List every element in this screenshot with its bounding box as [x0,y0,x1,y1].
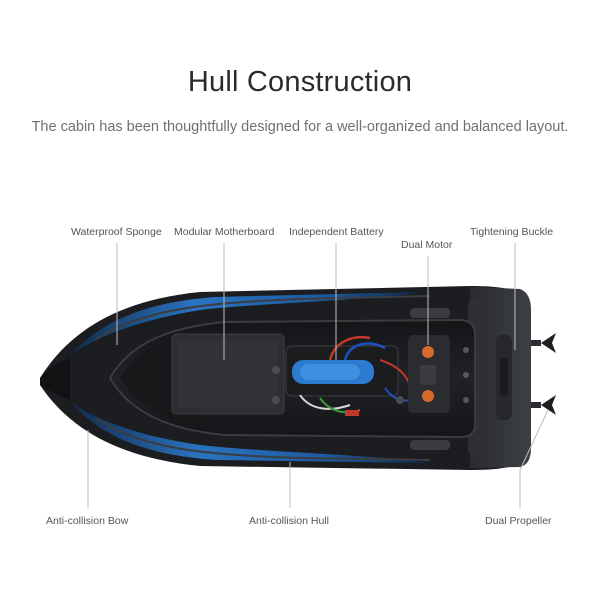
callout-dual-propeller: Dual Propeller [485,515,552,527]
independent-battery [285,336,411,416]
callout-dual-motor: Dual Motor [401,239,453,251]
callout-lines [87,243,549,508]
anti-collision-bow-shape [40,358,70,400]
page-title: Hull Construction [187,66,413,98]
callout-tightening-buckle: Tightening Buckle [470,226,554,238]
dual-propeller [531,333,556,415]
leader-dual-propeller-angle [519,409,549,471]
callout-anti-collision-hull: Anti-collision Hull [249,515,329,527]
callout-waterproof-sponge: Waterproof Sponge [71,226,162,238]
callout-anti-collision-bow: Anti-collision Bow [46,515,129,527]
callout-modular-motherboard: Modular Motherboard [174,226,275,238]
dual-motor [408,335,469,413]
stern-section [468,287,531,468]
callout-independent-battery: Independent Battery [289,226,384,238]
tightening-buckle [410,308,450,450]
page-subtitle: The cabin has been thoughtfully designed… [31,119,569,135]
